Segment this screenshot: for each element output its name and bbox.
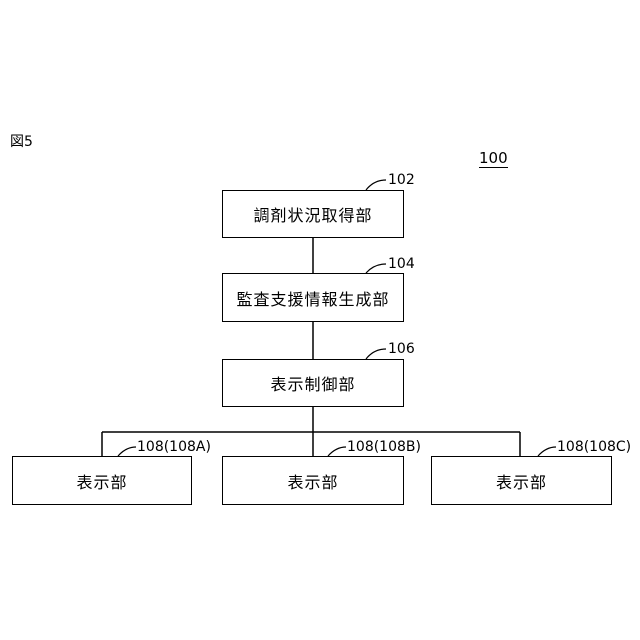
figure-label: 図5 (10, 131, 33, 151)
leader-104 (366, 264, 386, 273)
ref-control: 106 (388, 341, 415, 357)
ref-display-c: 108(108C) (557, 439, 631, 455)
box-control-label: 表示制御部 (270, 371, 355, 395)
box-control: 表示制御部 (222, 359, 404, 407)
ref-support: 104 (388, 256, 415, 272)
box-display-c: 表示部 (431, 456, 612, 505)
ref-display-a: 108(108A) (137, 439, 211, 455)
box-display-c-label: 表示部 (496, 469, 547, 493)
leader-108a (118, 447, 136, 456)
box-support: 監査支援情報生成部 (222, 273, 404, 322)
box-display-a: 表示部 (12, 456, 192, 505)
leader-106 (366, 349, 386, 359)
leader-108c (538, 447, 556, 456)
ref-acquire: 102 (388, 172, 415, 188)
leader-102 (366, 180, 386, 190)
ref-display-b: 108(108B) (347, 439, 421, 455)
leader-108b (328, 447, 346, 456)
box-display-a-label: 表示部 (76, 469, 127, 493)
system-reference: 100 (479, 150, 508, 168)
box-support-label: 監査支援情報生成部 (236, 286, 389, 310)
box-acquire: 調剤状況取得部 (222, 190, 404, 238)
box-acquire-label: 調剤状況取得部 (253, 202, 372, 226)
box-display-b: 表示部 (222, 456, 404, 505)
box-display-b-label: 表示部 (287, 469, 338, 493)
